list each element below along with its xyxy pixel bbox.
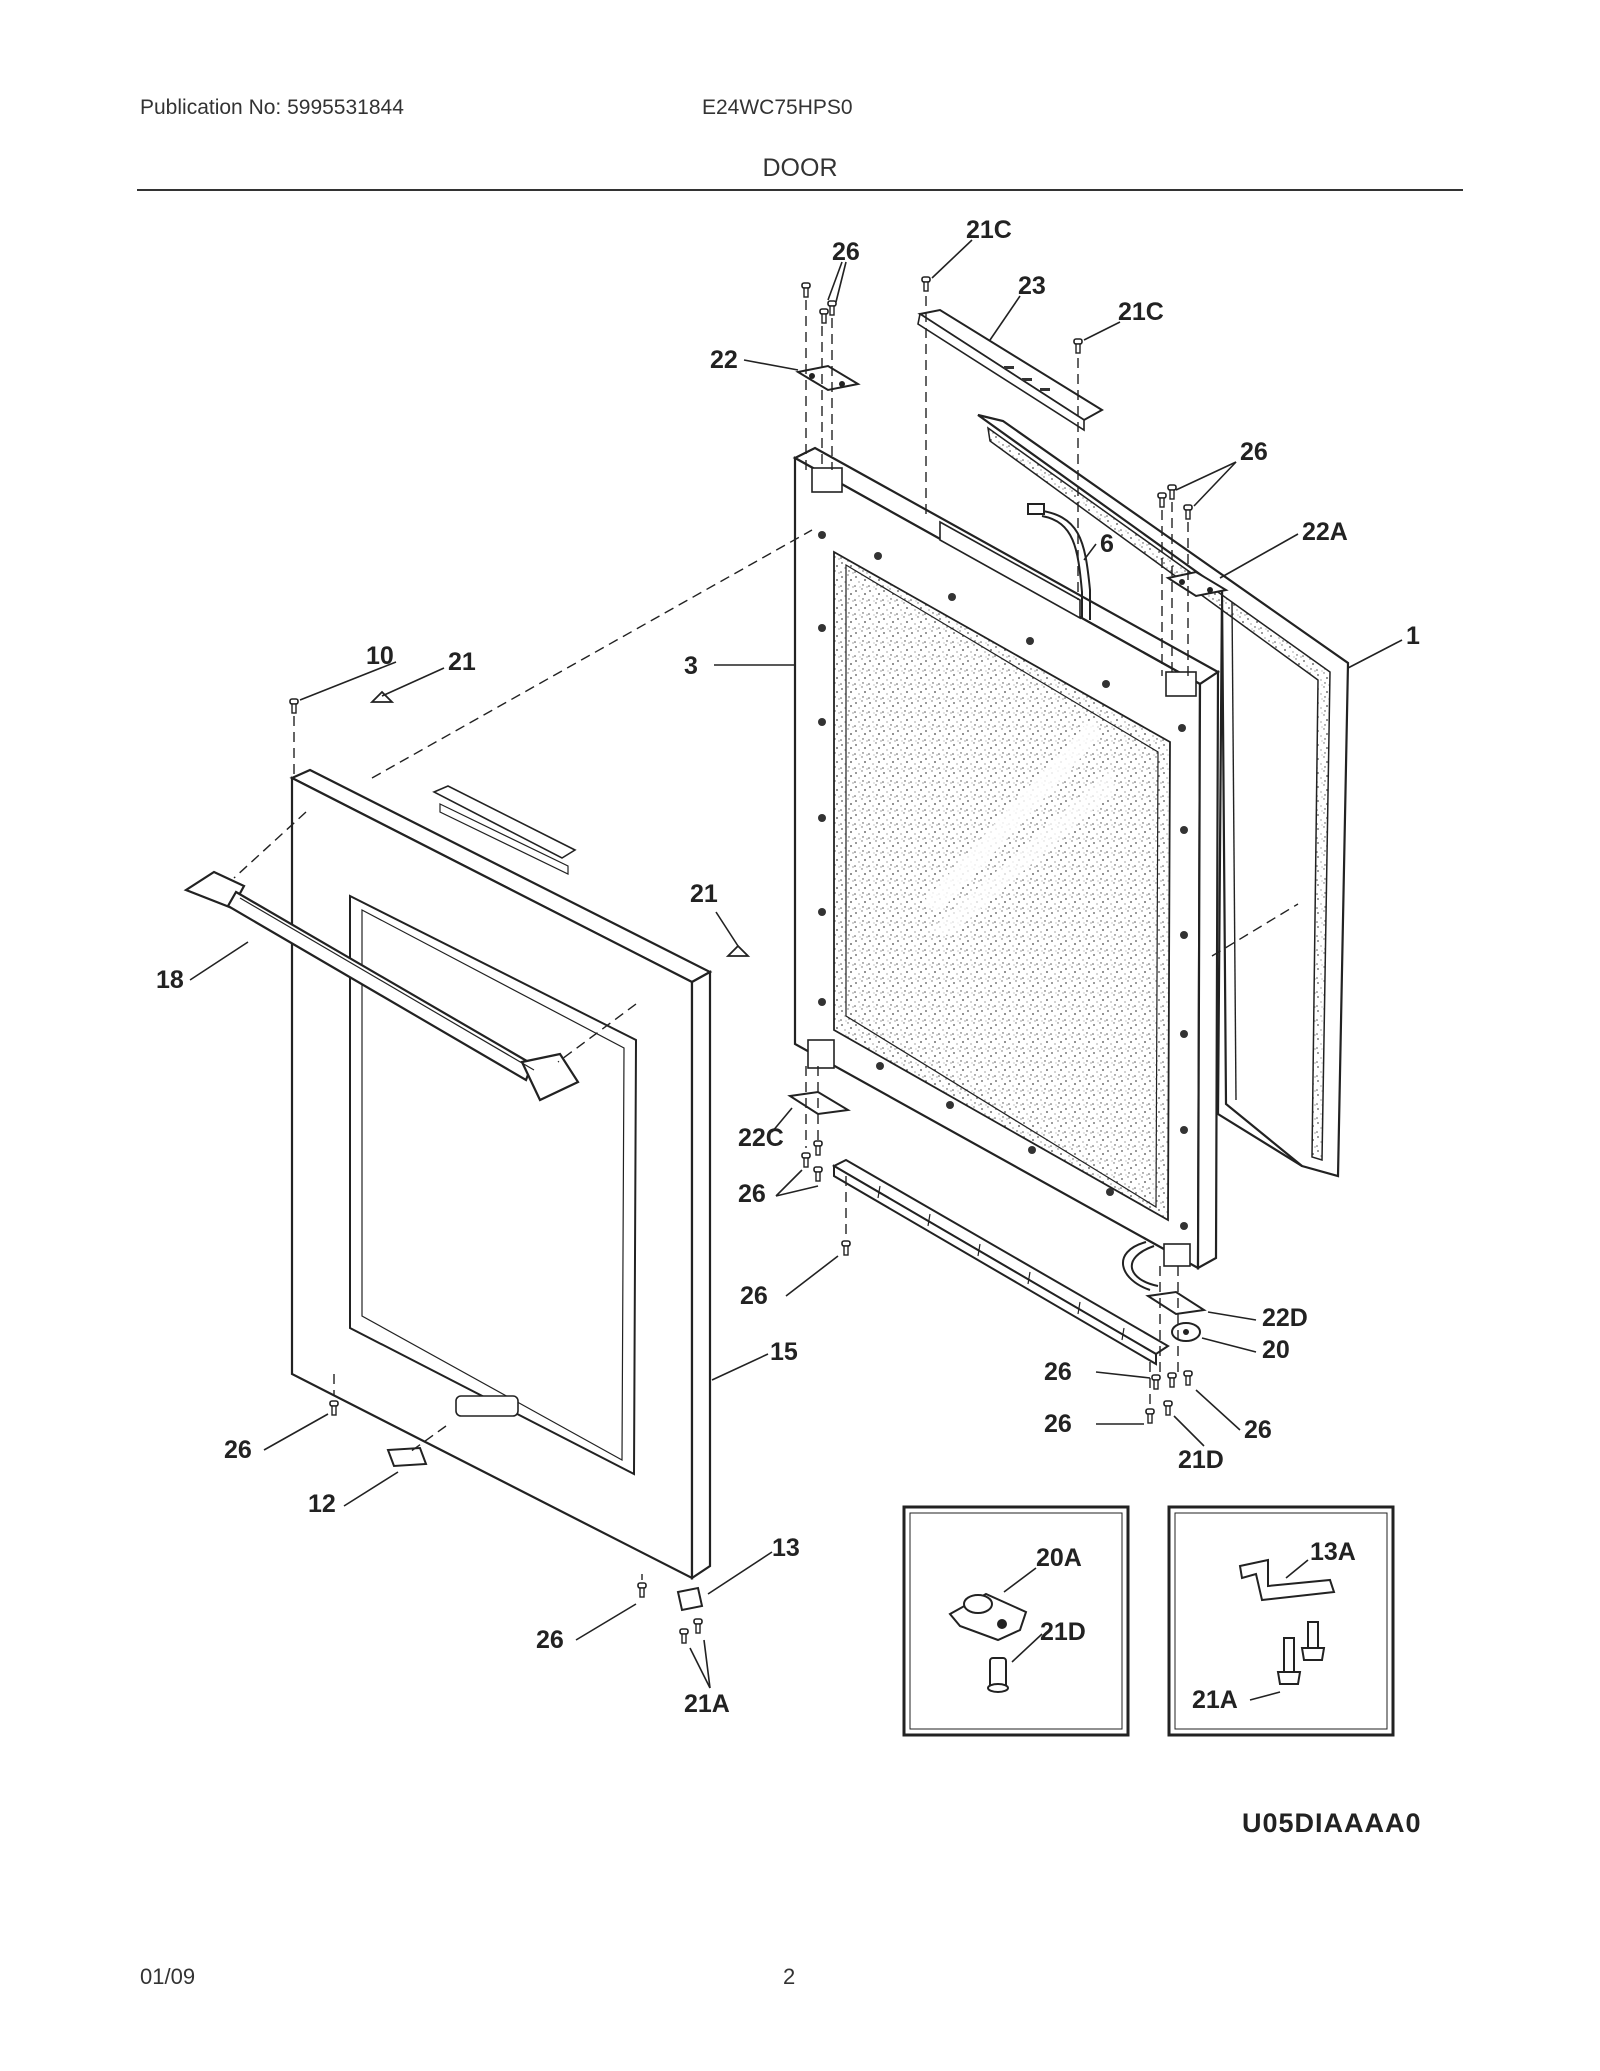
door-gasket	[977, 413, 1350, 1178]
callout-18: 18	[156, 966, 184, 994]
callout-26-gasket: 26	[1240, 438, 1268, 466]
badge-12	[386, 1446, 428, 1468]
callout-13: 13	[772, 1534, 800, 1562]
callout-26-bottom: 26	[1044, 1410, 1072, 1438]
inset-hinge-bracket	[1167, 1505, 1395, 1737]
callout-26-right: 26	[1244, 1416, 1272, 1444]
callout-23: 23	[1018, 272, 1046, 300]
callout-12: 12	[308, 1490, 336, 1518]
leader-lines	[189, 239, 1403, 1689]
callout-15: 15	[770, 1338, 798, 1366]
callout-21a: 21A	[684, 1690, 730, 1718]
cap-nut-icons	[369, 690, 751, 957]
section-title: DOOR	[762, 154, 838, 182]
callout-26-hinge: 26	[536, 1626, 564, 1654]
callout-26-22c: 26	[738, 1180, 766, 1208]
publication-number: Publication No: 5995531844	[140, 96, 404, 119]
model-number: E24WC75HPS0	[702, 96, 853, 119]
callout-22d: 22D	[1262, 1304, 1308, 1332]
hinge-plate-22a	[1165, 570, 1229, 598]
callout-labels: 26 21C 23 21C 22 26 22A 6 1 3 10 21 21 1…	[156, 216, 1420, 1718]
inset-callout-20a: 20A	[1036, 1544, 1082, 1572]
inset-callout-21a: 21A	[1192, 1686, 1238, 1714]
assembly-lines	[233, 296, 1299, 1580]
callout-21c-right: 21C	[1118, 298, 1164, 326]
callout-21d: 21D	[1178, 1446, 1224, 1474]
control-bracket-23	[917, 308, 1104, 432]
hinge-bushing-20	[1171, 1322, 1201, 1342]
callout-26-door: 26	[224, 1436, 252, 1464]
wire-harness	[1027, 503, 1159, 1291]
hinge-plate-22c	[787, 1090, 851, 1116]
callout-26-lower: 26	[1044, 1358, 1072, 1386]
callout-21c: 21C	[966, 216, 1012, 244]
callout-26-kick: 26	[740, 1282, 768, 1310]
outer-door-panel	[289, 768, 713, 1581]
hinge-13	[676, 1586, 704, 1612]
inset-callout-13a: 13A	[1310, 1538, 1356, 1566]
diagram-code: U05DIAAAA0	[1242, 1808, 1422, 1838]
callout-20: 20	[1262, 1336, 1290, 1364]
footer-date: 01/09	[140, 1964, 196, 1989]
callout-22: 22	[710, 346, 738, 374]
inner-door-frame	[792, 446, 1221, 1270]
header-rule	[137, 189, 1463, 191]
callout-3: 3	[684, 652, 698, 680]
callout-22c: 22C	[738, 1124, 784, 1152]
page-number: 2	[783, 1964, 796, 1989]
inset-callout-21d: 21D	[1040, 1618, 1086, 1646]
kick-plate	[831, 1158, 1170, 1366]
hinge-plate-22	[795, 364, 861, 392]
callout-22a: 22A	[1302, 518, 1348, 546]
inset-hinge-bushing	[902, 1505, 1130, 1737]
callout-21-side: 21	[690, 880, 718, 908]
callout-6: 6	[1100, 530, 1114, 558]
door-handle	[183, 870, 580, 1102]
callout-26: 26	[832, 238, 860, 266]
callout-21: 21	[448, 648, 476, 676]
callout-1: 1	[1406, 622, 1420, 650]
callout-10: 10	[366, 642, 394, 670]
hinge-plate-22d	[1145, 1290, 1207, 1316]
